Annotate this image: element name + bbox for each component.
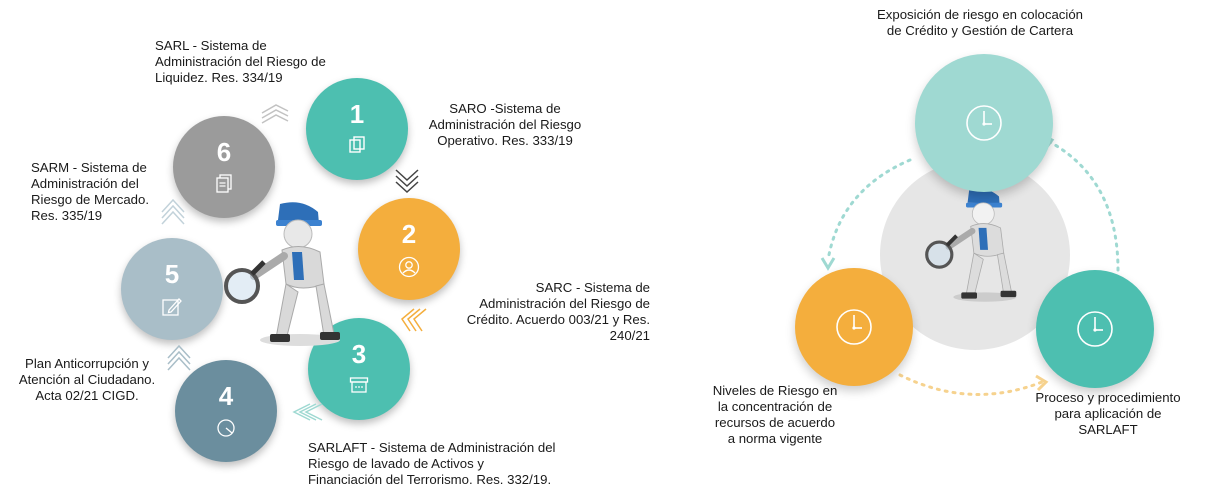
step-5-circle: 5 [121,238,223,340]
step-6-number: 6 [216,137,232,167]
step-5-label: SARM - Sistema de Administración del Rie… [31,160,150,223]
edit-icon [162,298,182,316]
clock-icon [836,309,872,345]
step-1-label: SARO -Sistema de Administración del Ries… [428,101,582,148]
step-1-number: 1 [349,99,365,129]
step-2-label: SARC - Sistema de Administración del Rie… [466,280,650,343]
step-4-number: 4 [218,381,234,411]
clock-icon [966,105,1002,141]
copy-icon [349,136,365,153]
document-icon [216,174,232,193]
right-clock-circle [1036,270,1154,388]
inspector-figure [224,202,340,346]
left-node-label: Niveles de Riesgo en la concentración de… [712,383,838,446]
step-4-circle: 4 [175,360,277,462]
step-6-label: SARL - Sistema de Administración del Rie… [155,38,326,85]
step-2-number: 2 [401,219,417,249]
top-node-label: Exposición de riesgo en colocación de Cr… [877,7,1083,38]
left-clock-circle [795,268,913,386]
step-1-circle: 1 [306,78,408,180]
arrow-4-to-5 [167,344,191,371]
step-2-circle: 2 [358,198,460,300]
step-3-number: 3 [351,339,367,369]
arrow-2-to-3 [401,308,427,332]
arrow-6-to-1 [261,104,289,124]
right-node-label: Proceso y procedimiento para aplicación … [1035,390,1181,437]
step-4-label: Plan Anticorrupción y Atención al Ciudad… [18,356,156,403]
arrow-5-to-6 [161,198,185,225]
inspector-figure-right [925,188,1017,302]
top-clock-circle [915,54,1053,192]
arrow-1-to-2 [395,169,419,194]
step-5-number: 5 [164,259,180,289]
user-icon [398,256,420,278]
arrow-3-to-4 [292,403,323,421]
step-6-circle: 6 [173,116,275,218]
pie-chart-icon [217,419,235,437]
clock-icon [1077,311,1113,347]
archive-icon [349,377,369,393]
step-3-label: SARLAFT - Sistema de Administración del … [308,440,556,487]
